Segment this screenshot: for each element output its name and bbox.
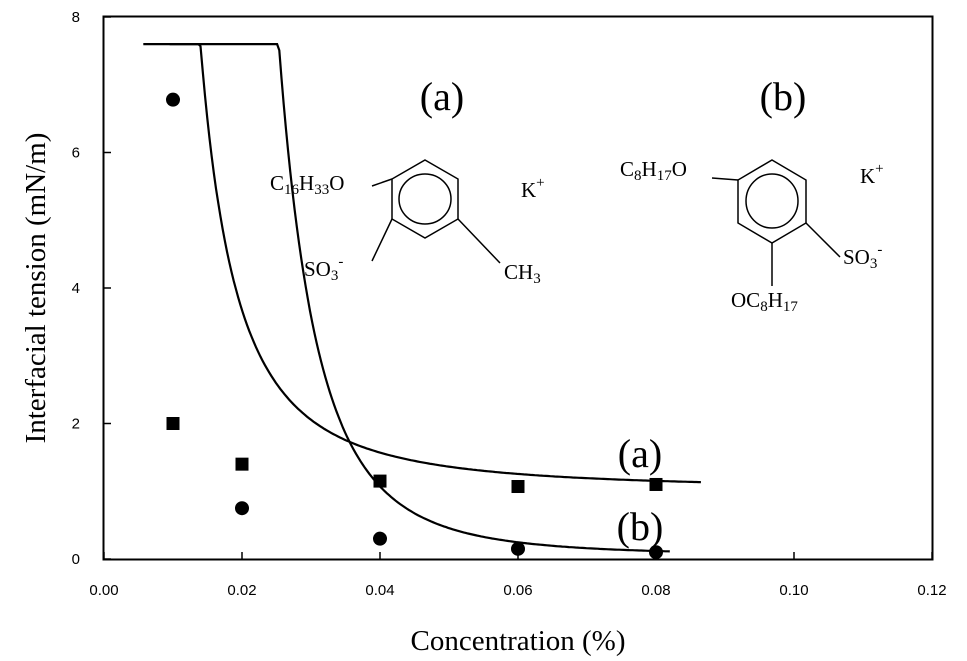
bond-o-b bbox=[711, 177, 739, 181]
curve-label-b: (b) bbox=[617, 504, 664, 549]
data-point-series-a bbox=[235, 457, 249, 471]
x-tick-label: 0.00 bbox=[89, 582, 118, 599]
structure-b: C8H17O SO3- OC8H17 K+ bbox=[620, 157, 884, 315]
bond-so3-b bbox=[805, 222, 841, 258]
benzene-ring-a bbox=[391, 159, 459, 239]
substituent-a: C16H33O bbox=[270, 171, 344, 198]
bond-so3-a bbox=[371, 218, 393, 262]
x-tick-label: 0.08 bbox=[641, 582, 670, 599]
curve-label-a: (a) bbox=[618, 431, 662, 476]
x-tick-label: 0.02 bbox=[227, 582, 256, 599]
x-axis-title: Concentration (%) bbox=[410, 625, 625, 657]
bond-ch3-a bbox=[457, 218, 501, 264]
panel-label-b: (b) bbox=[760, 74, 807, 119]
data-point-series-b bbox=[166, 92, 180, 107]
aromatic-circle-b bbox=[745, 173, 799, 229]
substituent-b: C8H17O bbox=[620, 157, 687, 184]
fit-curve-a bbox=[169, 43, 701, 484]
y-tick-label: 0 bbox=[72, 551, 80, 568]
data-point-series-b bbox=[511, 541, 525, 556]
x-tick-label: 0.10 bbox=[779, 582, 808, 599]
plot-frame bbox=[102, 15, 934, 561]
fit-curve-b bbox=[143, 43, 670, 553]
aromatic-circle-a bbox=[398, 173, 452, 225]
counterion-b: K+ bbox=[860, 161, 884, 188]
octyloxy-b: OC8H17 bbox=[731, 288, 798, 315]
y-tick-label: 2 bbox=[72, 416, 80, 433]
x-tick-label: 0.12 bbox=[917, 582, 946, 599]
y-tick-label: 4 bbox=[72, 280, 80, 297]
data-point-series-b bbox=[373, 531, 387, 546]
data-point-series-a bbox=[166, 417, 180, 430]
y-axis-title: Interfacial tension (mN/m) bbox=[20, 133, 52, 444]
sulfonate-a: SO3- bbox=[304, 254, 343, 284]
data-point-series-a bbox=[649, 477, 663, 491]
x-tick-label: 0.06 bbox=[503, 582, 532, 599]
counterion-a: K+ bbox=[521, 175, 545, 202]
methyl-a: CH3 bbox=[504, 260, 541, 287]
y-tick-label: 6 bbox=[72, 145, 80, 162]
panel-label-a: (a) bbox=[420, 74, 464, 119]
benzene-ring-b bbox=[737, 159, 807, 244]
sulfonate-b: SO3- bbox=[843, 242, 882, 272]
structure-a: C16H33O SO3- CH3 K+ bbox=[270, 159, 545, 287]
data-point-series-a bbox=[511, 480, 525, 494]
data-point-series-a bbox=[373, 474, 387, 488]
bond-o-a bbox=[371, 178, 393, 187]
data-point-series-b bbox=[235, 501, 249, 516]
y-tick-label: 8 bbox=[72, 9, 80, 26]
x-tick-label: 0.04 bbox=[365, 582, 394, 599]
